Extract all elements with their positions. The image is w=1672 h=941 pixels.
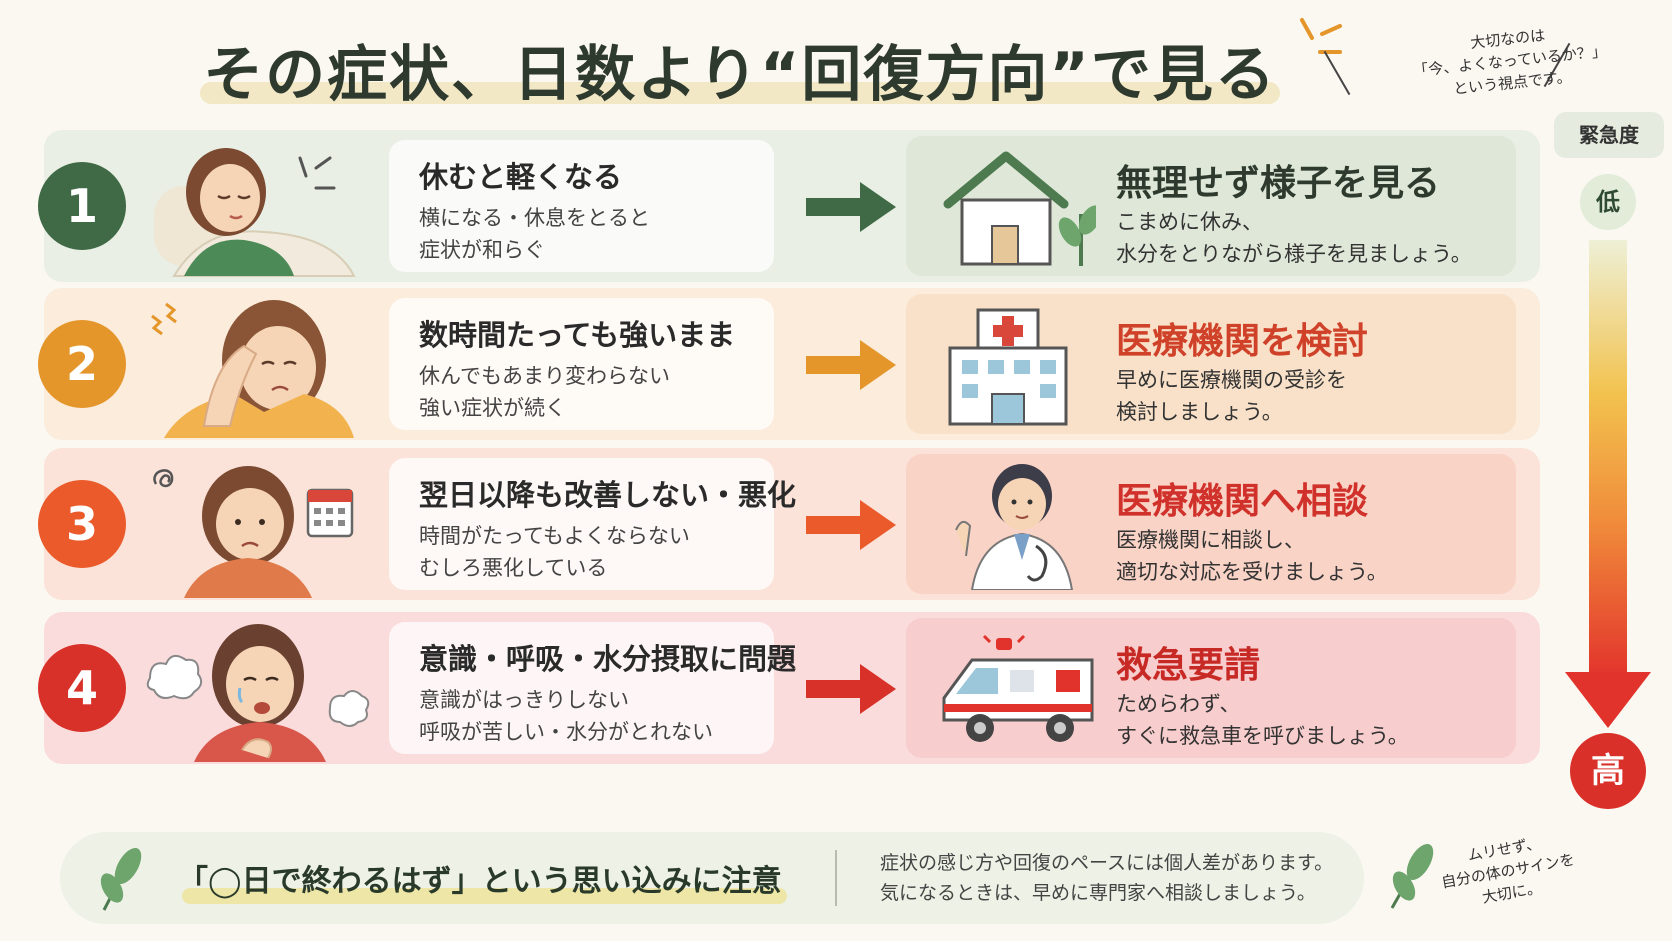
action-card: 救急要請 ためらわず、 すぐに救急車を呼びましょう。 [906,618,1516,758]
symptom-row-4: 4 意識・呼吸・水分摂取に問題 意識がはっきりしない 呼吸が苦しい・水分がとれな… [38,612,1540,764]
condition-desc-line: 休んでもあまり変わらない [419,364,670,388]
ambulance-icon [942,634,1094,742]
page-title: その症状、日数より“回復方向”で見る [203,40,1277,110]
urgency-label: 緊急度 [1554,112,1664,158]
condition-card: 数時間たっても強いまま 休んでもあまり変わらない 強い症状が続く [389,298,774,430]
action-desc: こまめに休み、 水分をとりながら様子を見ましょう。 [1116,206,1472,270]
resting-person-icon [154,148,356,277]
distressed-person-icon [146,624,370,762]
action-desc-line: 適切な対応を受けましょう。 [1116,560,1388,584]
house-icon [943,151,1096,266]
condition-card: 翌日以降も改善しない・悪化 時間がたってもよくならない むしろ悪化している [389,458,796,590]
condition-title: 意識・呼吸・水分摂取に問題 [419,642,797,676]
top-note: 大切なのは 「今、よくなっているか？」 という視点です。 [1397,17,1623,106]
action-desc-line: 医療機関に相談し、 [1116,528,1305,552]
action-title: 無理せず様子を見る [1116,163,1441,204]
action-desc: ためらわず、 すぐに救急車を呼びましょう。 [1116,688,1409,752]
condition-desc-line: 横になる・休息をとると [419,206,650,230]
leaf-icon [100,847,142,911]
action-card: 医療機関を検討 早めに医療機関の受診を 検討しましょう。 [906,294,1516,434]
headache-person-icon [151,300,354,438]
action-desc: 医療機関に相談し、 適切な対応を受けましょう。 [1116,524,1388,588]
action-desc-line: ためらわず、 [1116,692,1241,716]
condition-desc: 休んでもあまり変わらない 強い症状が続く [419,360,670,424]
action-desc: 早めに医療機関の受診を 検討しましょう。 [1116,364,1347,428]
leaf-icon [1390,843,1434,909]
condition-desc-line: 時間がたってもよくならない [419,524,690,548]
condition-desc-line: 強い症状が続く [419,396,566,420]
symptom-row-3: 3 翌日以降も改善しない・悪化 時間がたってもよくならない むしろ悪化している [38,448,1540,600]
worried-person-icon [153,466,354,598]
symptom-row-1: 1 休むと軽くなる 横になる・休息をとると 症状が和らぐ 無理せず様子を見る [38,130,1540,282]
sparkle-icon [1300,18,1342,54]
symptom-row-2: 2 数時間たっても強いまま 休んでもあまり変わらない 強い症状が続く [38,288,1540,440]
action-desc-line: すぐに救急車を呼びましょう。 [1116,724,1409,748]
title-area: その症状、日数より“回復方向”で見る [200,18,1280,110]
condition-card: 意識・呼吸・水分摂取に問題 意識がはっきりしない 呼吸が苦しい・水分がとれない [389,622,796,754]
footer-note-line: 気になるときは、早めに専門家へ相談しましょう。 [880,882,1316,904]
step-number: 4 [38,644,126,732]
title-highlight [200,82,1280,104]
footer-warning: 「◯日で終わるはず」という思い込みに注意 [178,864,782,899]
bottom-note: ムリせず、 自分の体のサインを 大切に。 [1414,823,1603,919]
arrow-right-icon [806,500,896,550]
action-title: 医療機関へ相談 [1116,481,1369,522]
footer-divider [835,850,837,906]
footer-panel: 「◯日で終わるはず」という思い込みに注意 症状の感じ方や回復のペースには個人差が… [60,832,1364,924]
condition-card: 休むと軽くなる 横になる・休息をとると 症状が和らぐ [389,140,774,272]
condition-title: 数時間たっても強いまま [419,318,736,352]
action-title: 医療機関を検討 [1116,321,1369,362]
arrow-right-icon [806,182,896,232]
doctor-icon [955,464,1074,590]
step-number: 2 [38,320,126,408]
condition-title: 休むと軽くなる [419,160,623,194]
urgency-high-badge: 高 [1570,733,1646,809]
step-number: 1 [38,162,126,250]
footer-highlight [182,888,787,904]
condition-desc-line: むしろ悪化している [419,556,608,580]
condition-desc: 時間がたってもよくならない むしろ悪化している [419,520,690,584]
action-card: 医療機関へ相談 医療機関に相談し、 適切な対応を受けましょう。 [906,454,1516,594]
condition-desc-line: 症状が和らぐ [419,238,545,262]
action-desc-line: 検討しましょう。 [1116,400,1283,424]
arrow-right-icon [806,664,896,714]
footer-note: 症状の感じ方や回復のペースには個人差があります。 気になるときは、早めに専門家へ… [880,848,1333,908]
action-card: 無理せず様子を見る こまめに休み、 水分をとりながら様子を見ましょう。 [906,136,1516,276]
condition-desc: 横になる・休息をとると 症状が和らぐ [419,202,650,266]
step-number: 3 [38,480,126,568]
hospital-icon [948,308,1068,426]
arrow-down-icon [1565,672,1651,728]
action-desc-line: こまめに休み、 [1116,210,1263,234]
action-desc-line: 水分をとりながら様子を見ましょう。 [1116,242,1472,266]
action-desc-line: 早めに医療機関の受診を [1116,368,1347,392]
action-title: 救急要請 [1116,645,1261,686]
condition-desc-line: 呼吸が苦しい・水分がとれない [419,720,713,744]
urgency-low-badge: 低 [1580,174,1636,230]
arrow-right-icon [806,340,896,390]
condition-title: 翌日以降も改善しない・悪化 [419,478,797,512]
urgency-gradient-bar [1589,240,1627,680]
footer-note-line: 症状の感じ方や回復のペースには個人差があります。 [880,852,1334,874]
condition-desc-line: 意識がはっきりしない [419,688,629,712]
condition-desc: 意識がはっきりしない 呼吸が苦しい・水分がとれない [419,684,713,748]
